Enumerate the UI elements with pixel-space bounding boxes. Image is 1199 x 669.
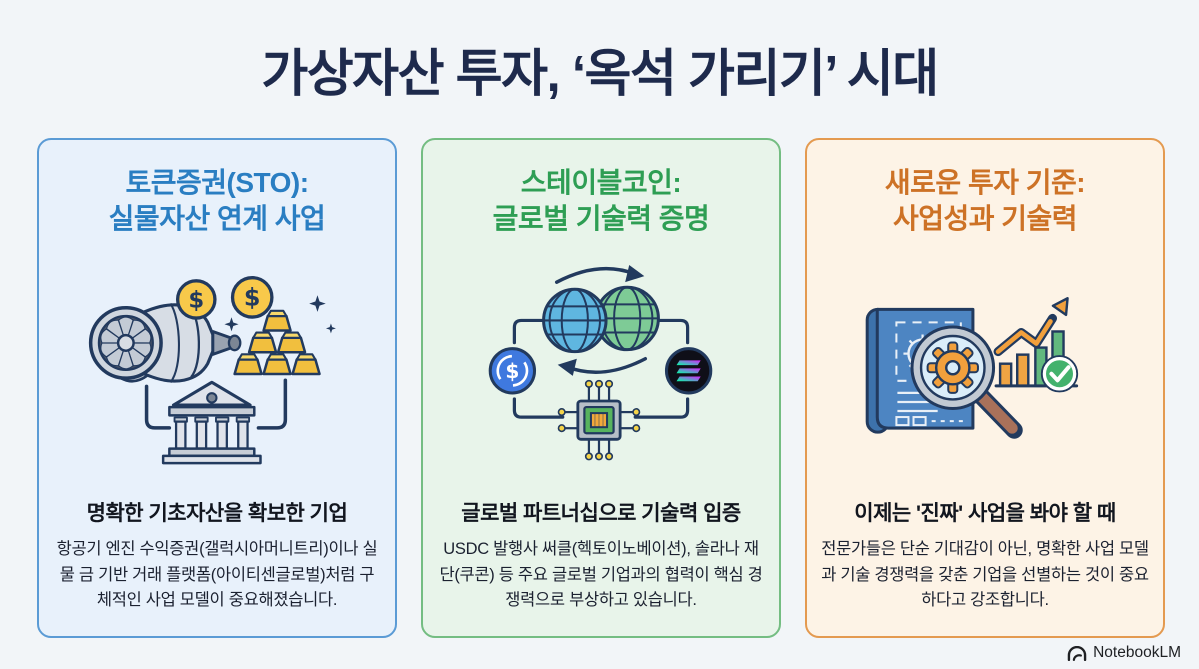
linked-globes-icon [542, 285, 660, 354]
cpu-chip-icon [557, 380, 641, 461]
card-criteria: 새로운 투자 기준: 사업성과 기술력 [805, 138, 1165, 638]
card-sto-heading: 토큰증권(STO): 실물자산 연계 사업 [109, 165, 326, 236]
card-criteria-heading-line1: 새로운 투자 기준: [884, 167, 1086, 198]
card-criteria-heading: 새로운 투자 기준: 사업성과 기술력 [884, 165, 1086, 236]
check-circle-icon [1040, 354, 1079, 393]
card-stablecoin-body: USDC 발행사 써클(헥토이노베이션), 솔라나 재단(쿠콘) 등 주요 글로… [439, 539, 763, 610]
gold-bars-icon [233, 309, 321, 375]
dollar-coin-icon: $ [230, 275, 274, 319]
card-stablecoin-heading-line2: 글로벌 기술력 증명 [492, 202, 710, 234]
bank-icon [161, 380, 262, 465]
card-stablecoin: 스테이블코인: 글로벌 기술력 증명 [421, 138, 781, 638]
notebooklm-logo-icon [1067, 645, 1087, 661]
card-row: 토큰증권(STO): 실물자산 연계 사업 [37, 138, 1165, 638]
page-title: 가상자산 투자, ‘옥석 가리기’ 시대 [261, 45, 939, 102]
card-stablecoin-heading-line1: 스테이블코인: [520, 167, 682, 198]
magnifier-gear-icon [910, 325, 1023, 439]
card-sto-heading-line2: 실물자산 연계 사업 [108, 202, 326, 234]
sparkle-icon [224, 294, 336, 334]
jet-engine-icon [88, 302, 242, 383]
connector-lines [512, 319, 690, 419]
card-sto: 토큰증권(STO): 실물자산 연계 사업 [37, 138, 397, 638]
card-sto-body: 항공기 엔진 수익증권(갤럭시아머니트리)이나 실물 금 기반 거래 플랫폼(아… [56, 539, 378, 610]
card-criteria-subtitle: 이제는 '진짜' 사업을 봐야 할 때 [854, 501, 1116, 525]
footer-brand-label: NotebookLM [1093, 644, 1181, 661]
card-stablecoin-heading: 스테이블코인: 글로벌 기술력 증명 [493, 165, 710, 236]
svg-text:$: $ [505, 359, 519, 383]
card-criteria-heading-line2: 사업성과 기술력 [892, 202, 1078, 234]
card-criteria-illustration [821, 236, 1149, 497]
stablecoin-illustration-svg: $ [488, 265, 713, 461]
criteria-illustration-svg [865, 296, 1079, 439]
card-sto-illustration: $ $ [53, 236, 381, 497]
card-sto-subtitle: 명확한 기초자산을 확보한 기업 [86, 501, 348, 525]
svg-text:$: $ [188, 287, 204, 313]
svg-text:$: $ [244, 283, 261, 311]
card-stablecoin-subtitle: 글로벌 파트너십으로 기술력 입증 [461, 501, 741, 525]
footer-brand: NotebookLM [1066, 644, 1181, 662]
connector-lines [144, 378, 288, 430]
sto-illustration-svg: $ $ [88, 275, 336, 465]
solana-coin-icon [664, 347, 713, 395]
dollar-coin-icon: $ [175, 278, 217, 320]
usdc-coin-icon: $ [488, 347, 537, 395]
card-sto-heading-line1: 토큰증권(STO): [125, 167, 309, 198]
growth-arrow-icon [993, 296, 1069, 356]
card-criteria-body: 전문가들은 단순 기대감이 아닌, 명확한 사업 모델과 기술 경쟁력을 갖춘 … [821, 539, 1149, 610]
exchange-arrows-icon [554, 265, 648, 377]
card-stablecoin-illustration: $ [437, 236, 765, 497]
